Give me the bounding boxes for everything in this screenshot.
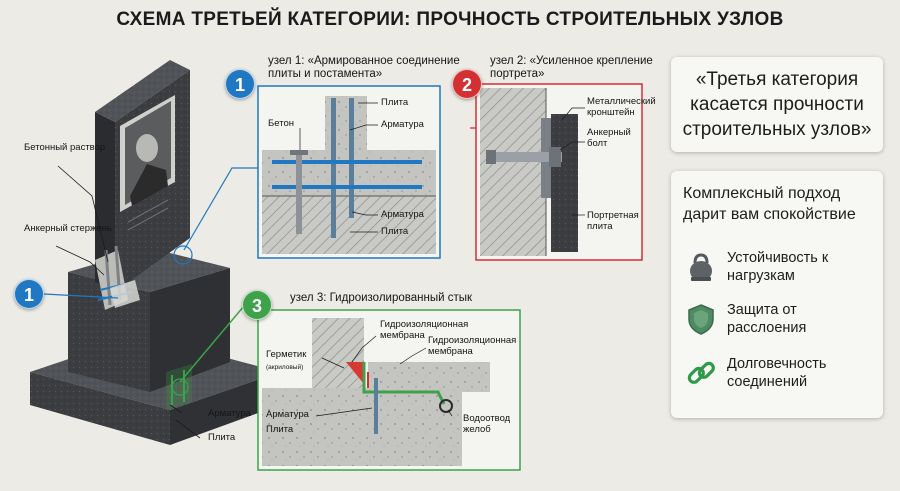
node1-label-rebar-top: Арматура [381, 119, 424, 130]
chain-link-icon [687, 361, 715, 384]
feature-label-delamination: Защита от расслоения [727, 302, 807, 336]
node3-label-sealant-note: (акриловый) [266, 364, 304, 371]
feature-label-load: Устойчивость к нагрузкам [727, 250, 829, 284]
node2-label-portrait-slab: Портретная плита [587, 210, 639, 232]
node3-label-slab: Плита [266, 424, 294, 435]
monument-leaders [55, 165, 201, 439]
features-heading: Комплексный подход дарит вам спокойствие [683, 185, 856, 223]
badge-node-3: 3 [242, 290, 272, 320]
node3-title: узел 3: Гидроизолированный стык [290, 292, 473, 304]
node1-label-slab-bottom: Плита [381, 226, 409, 237]
node3-label-membrane-right: Гидроизоляционная мембрана [428, 335, 517, 357]
quote-text: «Третья категория касается прочности стр… [682, 69, 872, 140]
stele [95, 60, 190, 292]
node1-label-slab-top: Плита [381, 97, 409, 108]
callout-connectors [43, 127, 490, 396]
node2-label-bracket: Металлический кронштейн [587, 96, 656, 118]
node1-panel [257, 85, 441, 259]
node2-panel [475, 83, 643, 261]
node1-label-rebar-bottom: Арматура [381, 209, 424, 220]
features-card: Комплексный подход дарит вам спокойствие… [671, 171, 883, 418]
node3-label-membrane-left: Гидроизоляционная мембрана [380, 319, 469, 341]
node3-label-sealant: Герметик [266, 349, 307, 360]
node1-title: узел 1: «Армированное соединение плиты и… [268, 55, 460, 80]
node3-panel [257, 309, 521, 471]
badge-node-1: 1 [225, 69, 255, 99]
node3-label-drain: Водоотвод желоб [463, 413, 511, 435]
label-concrete-mortar: Бетонный раствор [24, 142, 106, 153]
label-monument-slab: Плита [208, 432, 236, 443]
node2-title: узел 2: «Усиленное крепление портрета» [490, 55, 653, 80]
node1-label-concrete: Бетон [268, 118, 294, 129]
feature-item-delamination: Защита от расслоения [685, 299, 875, 343]
badge-monument-1: 1 [14, 279, 44, 309]
label-monument-rebar: Арматура [208, 408, 251, 419]
feature-item-durability: Долговечность соединений [685, 353, 875, 397]
shield-icon [688, 304, 714, 335]
quote-card: «Третья категория касается прочности стр… [671, 57, 883, 152]
feature-label-durability: Долговечность соединений [727, 356, 827, 390]
kettlebell-icon [690, 253, 712, 281]
feature-item-load: Устойчивость к нагрузкам [685, 247, 875, 291]
node3-label-rebar: Арматура [266, 409, 309, 420]
badge-node-2: 2 [452, 69, 482, 99]
pedestal [68, 248, 230, 392]
label-anchor-rod: Анкерный стержень [24, 223, 112, 234]
node2-label-anchor-bolt: Анкерный болт [587, 127, 631, 149]
cutaway-anchor [95, 245, 192, 410]
page-title: СХЕМА ТРЕТЬЕЙ КАТЕГОРИИ: ПРОЧНОСТЬ СТРОИ… [116, 9, 784, 30]
